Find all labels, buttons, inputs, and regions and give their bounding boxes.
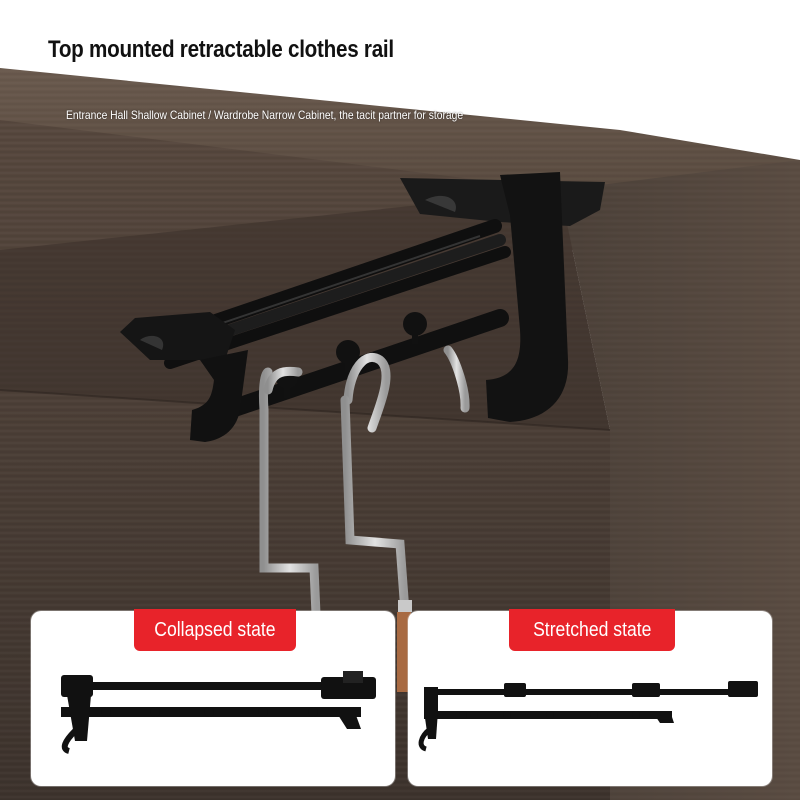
collapsed-state-label: Collapsed state — [154, 618, 276, 641]
stretched-state-label-tag: Stretched state — [509, 609, 675, 651]
collapsed-state-label-tag: Collapsed state — [134, 609, 296, 651]
collapsed-state-panel: Collapsed state — [31, 609, 395, 786]
steel-hooks — [259, 345, 470, 692]
rail-arm-left — [190, 350, 248, 442]
clothes-rail — [120, 172, 605, 442]
stretched-rail-diagram — [418, 681, 758, 752]
stretched-state-panel: Stretched state — [408, 609, 772, 786]
page-title: Top mounted retractable clothes rail — [48, 36, 394, 63]
stretched-state-label: Stretched state — [532, 618, 652, 641]
rail-arm-right — [486, 172, 569, 422]
page-subtitle: Entrance Hall Shallow Cabinet / Wardrobe… — [66, 108, 464, 122]
collapsed-rail-diagram — [61, 671, 376, 754]
mount-bracket-front — [120, 312, 235, 360]
